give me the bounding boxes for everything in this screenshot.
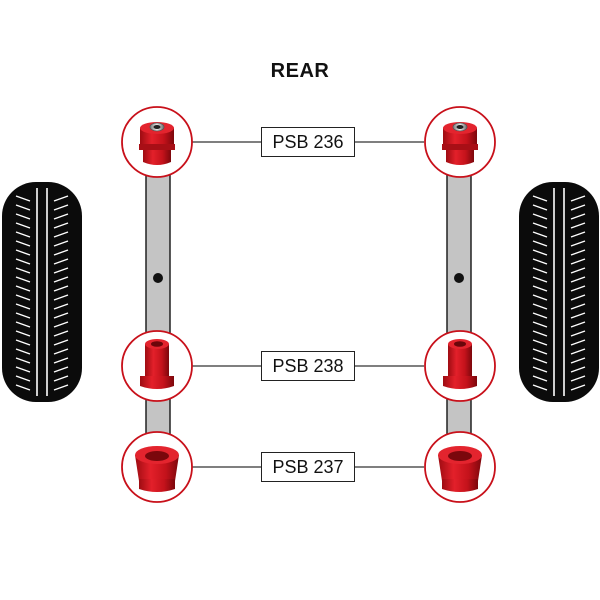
right-tyre-icon <box>519 182 599 402</box>
wide-flanged-bush-icon <box>424 431 496 503</box>
flanged-bush-with-sleeve-icon <box>424 106 496 178</box>
left-frame-rail <box>145 169 171 461</box>
left-tyre-icon <box>2 182 82 402</box>
leader-lines <box>192 141 424 468</box>
part-label-psb-238: PSB 238 <box>261 351 355 381</box>
part-label-psb-237: PSB 237 <box>261 452 355 482</box>
tall-flanged-bush-icon <box>424 330 496 402</box>
right-frame-rail <box>446 169 472 461</box>
tall-flanged-bush-icon <box>121 330 193 402</box>
wide-flanged-bush-icon <box>121 431 193 503</box>
diagram-title: REAR <box>270 60 330 82</box>
part-label-psb-236: PSB 236 <box>261 127 355 157</box>
flanged-bush-with-sleeve-icon <box>121 106 193 178</box>
